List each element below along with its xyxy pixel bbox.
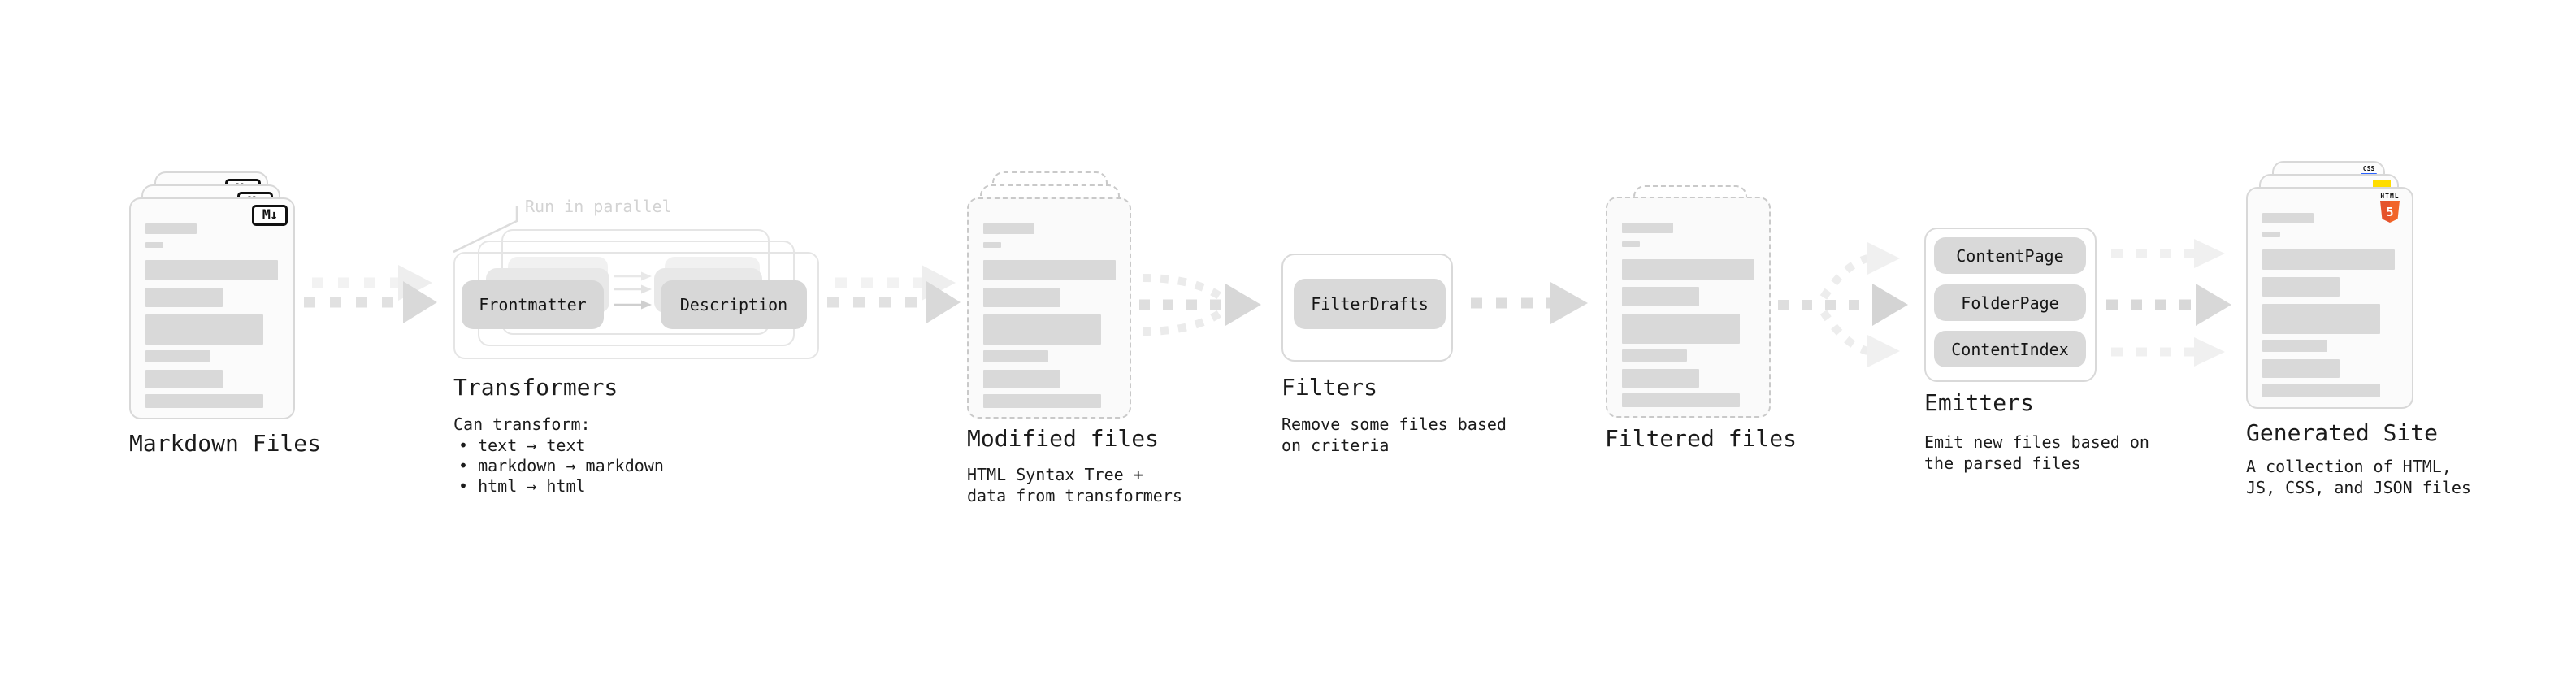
generated-site-label: Generated Site xyxy=(2246,419,2439,446)
filters-description: Remove some files based on criteria xyxy=(1281,414,1507,455)
arrow-main xyxy=(304,281,437,323)
transformers-label: Transformers xyxy=(453,374,618,401)
placeholder-text-lines xyxy=(145,223,278,408)
filtered-files-stack xyxy=(1605,185,1800,429)
transformers-description: Can transform: xyxy=(453,414,591,434)
placeholder-text-lines xyxy=(983,223,1116,408)
markdown-file-card-front: M↓ xyxy=(129,197,295,419)
filtered-files-label: Filtered files xyxy=(1605,425,1798,452)
bullet-item: • markdown → markdown xyxy=(458,456,664,475)
contentindex-node: ContentIndex xyxy=(1934,331,2086,367)
placeholder-text-lines xyxy=(2262,213,2395,397)
markdown-icon: M↓ xyxy=(252,205,288,226)
placeholder-text-lines xyxy=(1622,223,1754,407)
arrow-merge-to-filters xyxy=(1139,274,1261,336)
parallel-flow-arrows xyxy=(614,271,652,310)
transformers-bullet-list: • text → text • markdown → markdown • ht… xyxy=(458,436,664,497)
arrow-fork-to-emitters xyxy=(1778,242,1908,367)
filterdrafts-node: FilterDrafts xyxy=(1294,279,1446,329)
callout-line xyxy=(453,206,518,254)
filters-label: Filters xyxy=(1281,374,1378,401)
emitters-label: Emitters xyxy=(1924,389,2034,416)
transformer-run-box-front xyxy=(453,252,819,359)
generated-site-description: A collection of HTML, JS, CSS, and JSON … xyxy=(2246,457,2471,497)
markdown-files-label: Markdown Files xyxy=(129,430,322,457)
description-node: Description xyxy=(661,280,807,329)
modified-files-description: HTML Syntax Tree + data from transformer… xyxy=(967,465,1182,505)
modified-files-stack xyxy=(967,171,1162,423)
emitters-description: Emit new files based on the parsed files xyxy=(1924,432,2149,473)
bullet-item: • text → text xyxy=(458,436,586,455)
arrow-markdown-to-transformers xyxy=(304,265,437,323)
run-in-parallel-label: Run in parallel xyxy=(525,197,672,216)
frontmatter-node: Frontmatter xyxy=(462,280,604,329)
markdown-files-stack: M↓ M↓ M↓ xyxy=(129,171,332,423)
bullet-item: • html → html xyxy=(458,476,586,496)
generated-site-stack: CSS HTML 5 xyxy=(2246,161,2457,421)
arrow-filters-to-filtered xyxy=(1471,282,1588,324)
html5-icon: HTML 5 xyxy=(2379,193,2400,223)
arrow-main xyxy=(827,281,961,323)
filtered-file-card-front xyxy=(1606,197,1771,418)
arrow-transformers-to-modified xyxy=(827,265,961,323)
arrows-emitters-to-site xyxy=(2106,239,2231,367)
modified-files-label: Modified files xyxy=(967,425,1160,452)
folderpage-node: FolderPage xyxy=(1934,284,2086,321)
html-file-card: HTML 5 xyxy=(2246,187,2413,409)
contentpage-node: ContentPage xyxy=(1934,237,2086,274)
modified-file-card-front xyxy=(967,197,1131,419)
